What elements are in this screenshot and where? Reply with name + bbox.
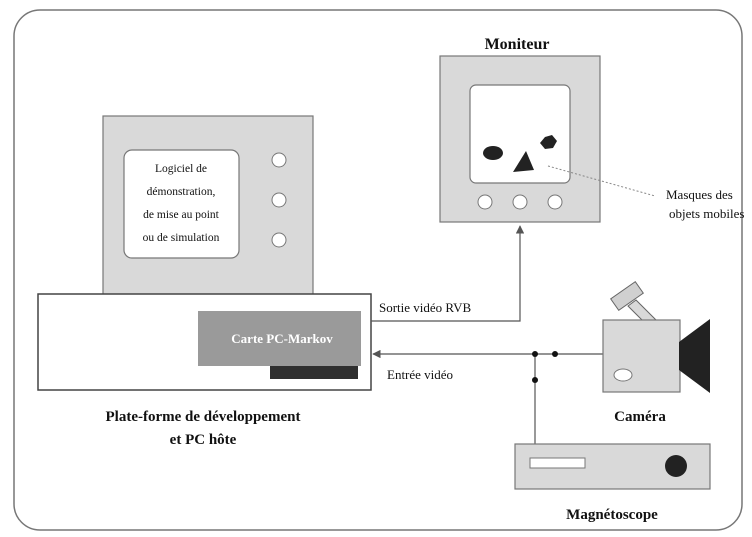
monitor: Moniteur bbox=[439, 36, 601, 223]
monitor-title: Moniteur bbox=[485, 36, 550, 53]
pc-button-1 bbox=[271, 152, 287, 168]
video-recorder bbox=[514, 443, 711, 490]
camera-label: Caméra bbox=[614, 409, 666, 425]
recorder-label: Magnétoscope bbox=[566, 507, 658, 523]
monitor-button-3 bbox=[547, 194, 563, 210]
card-shadow bbox=[270, 365, 358, 379]
pc-button-3 bbox=[271, 232, 287, 248]
software-line1: Logiciel de bbox=[155, 163, 207, 175]
monitor-mask-triangle bbox=[513, 151, 534, 172]
masks-label-line2: objets mobiles bbox=[669, 206, 744, 221]
card-pc-markov bbox=[198, 311, 361, 366]
pc-button-2 bbox=[271, 192, 287, 208]
recorder-slot bbox=[529, 457, 586, 469]
masks-callout: Masques des objets mobiles bbox=[547, 165, 744, 221]
card-label: Carte PC-Markov bbox=[231, 331, 333, 346]
masks-label-line1: Masques des bbox=[666, 187, 733, 202]
junction-dot-1 bbox=[532, 351, 538, 357]
video-in-label: Entrée vidéo bbox=[387, 367, 453, 382]
platform-caption-line2: et PC hôte bbox=[170, 432, 237, 448]
camera-body bbox=[602, 319, 681, 393]
masks-leader-line bbox=[547, 165, 656, 197]
video-in-connection: Entrée vidéo bbox=[372, 349, 604, 444]
video-out-connection: Sortie vidéo RVB bbox=[371, 225, 525, 322]
platform-caption-line1: Plate-forme de développement bbox=[106, 409, 301, 425]
camera-lens bbox=[679, 319, 710, 393]
software-screen bbox=[123, 149, 240, 259]
video-out-line bbox=[371, 225, 525, 322]
software-line3: de mise au point bbox=[143, 209, 219, 221]
monitor-mask-hexagon bbox=[540, 135, 557, 149]
junction-dot-3 bbox=[532, 377, 538, 383]
monitor-button-2 bbox=[512, 194, 528, 210]
camera-indicator bbox=[613, 368, 633, 382]
camera bbox=[602, 280, 710, 393]
camera-top-mount bbox=[610, 280, 644, 312]
pc-host: Logiciel de démonstration, de mise au po… bbox=[37, 115, 372, 391]
software-line2: démonstration, bbox=[147, 186, 216, 198]
video-out-label: Sortie vidéo RVB bbox=[379, 300, 471, 315]
recorder-knob bbox=[665, 455, 687, 477]
monitor-button-1 bbox=[477, 194, 493, 210]
monitor-mask-ellipse bbox=[483, 146, 503, 160]
software-line4: ou de simulation bbox=[143, 232, 220, 244]
junction-dot-2 bbox=[552, 351, 558, 357]
